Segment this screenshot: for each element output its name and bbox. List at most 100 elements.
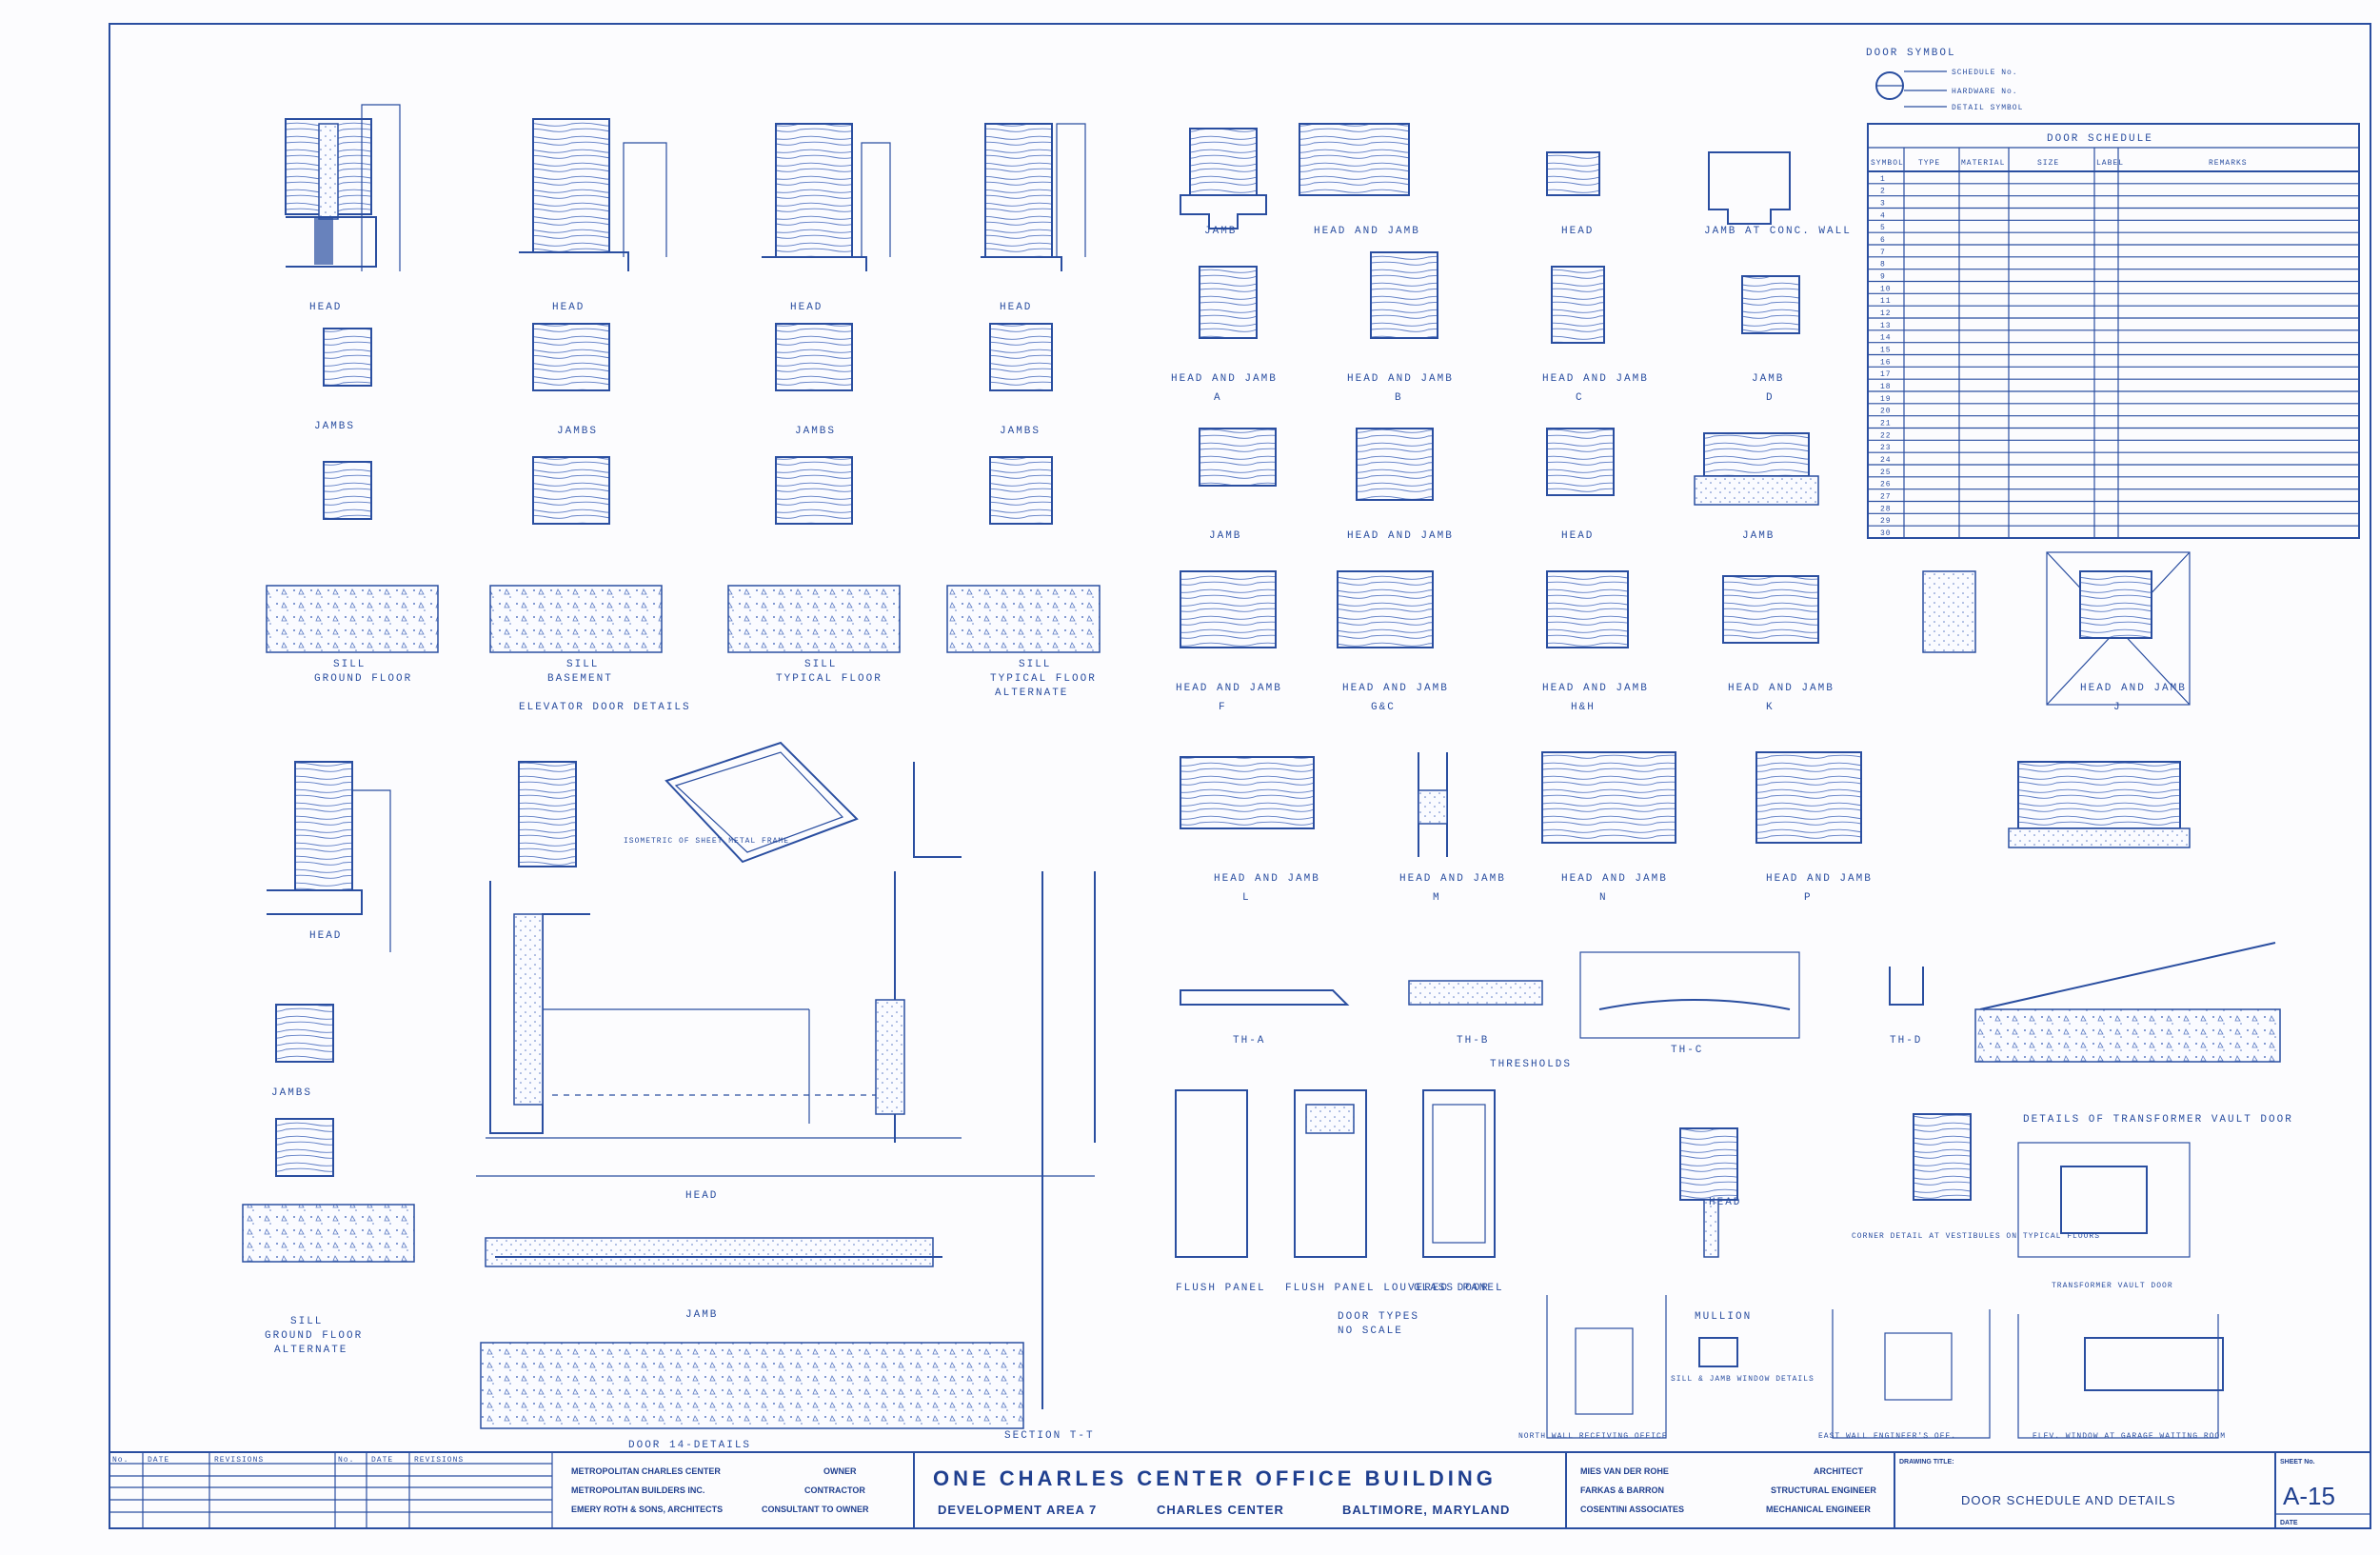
schedule-header-symbol: SYMBOL [1871, 159, 1904, 168]
drawing-title: DOOR SCHEDULE AND DETAILS [1961, 1493, 2176, 1507]
label-sill-3: SILL [804, 659, 837, 670]
consultant-1-name: MIES VAN DER ROHE [1580, 1466, 1669, 1476]
schedule-row-symbol: 14 [1880, 334, 1892, 343]
label-sill-2: SILL [566, 659, 599, 670]
elevator-detail-col-1: HEAD JAMBS SILL GROUND FLOOR [266, 104, 439, 685]
schedule-header-type: TYPE [1918, 159, 1940, 168]
project-title: ONE CHARLES CENTER OFFICE BUILDING [933, 1466, 1497, 1490]
label-isometric: ISOMETRIC OF SHEET METAL FRAME [624, 837, 789, 846]
door-type-louvered [1294, 1089, 1367, 1258]
consultant-3-name: COSENTINI ASSOCIATES [1580, 1505, 1684, 1514]
schedule-row-symbol: 12 [1880, 309, 1892, 318]
label-head-1: HEAD [309, 302, 342, 313]
schedule-row-symbol: 20 [1880, 408, 1892, 416]
schedule-header-material: MATERIAL [1961, 159, 2005, 168]
schedule-row-symbol: 24 [1880, 456, 1892, 465]
label-sill-window: SILL & JAMB WINDOW DETAILS [1671, 1375, 1815, 1384]
label-jambs-ll: JAMBS [271, 1087, 312, 1099]
label-head-jamb-f: HEAD AND JAMB [1176, 683, 1282, 694]
consultant-2-role: STRUCTURAL ENGINEER [1771, 1485, 1876, 1495]
label-head-jamb-g: HEAD AND JAMB [1342, 683, 1449, 694]
label-head-2: HEAD [552, 302, 585, 313]
label-head-d14: HEAD [685, 1190, 718, 1202]
schedule-header-remarks: REMARKS [2209, 159, 2248, 168]
label-north-wall: NORTH WALL RECEIVING OFFICE [1518, 1432, 1668, 1441]
rev-header-revisions: REVISIONS [214, 1456, 264, 1465]
label-letter-j: J [2113, 702, 2122, 713]
rev-header-no: No. [112, 1456, 129, 1465]
door-schedule-table: DOOR SCHEDULE SYMBOL TYPE MATERIAL SIZE … [1867, 123, 2360, 539]
sheet-no-label: SHEET No. [2280, 1459, 2315, 1465]
label-letter-gc: G&C [1371, 702, 1396, 713]
schedule-row-symbol: 27 [1880, 493, 1892, 502]
label-typical-floor-1: TYPICAL FLOOR [776, 673, 883, 685]
door-type-flush-panel [1175, 1089, 1248, 1258]
party-3-role: CONSULTANT TO OWNER [762, 1505, 869, 1514]
no-scale-label: NO SCALE [1338, 1326, 1403, 1337]
schedule-row-symbol: 16 [1880, 358, 1892, 367]
label-letter-l: L [1242, 892, 1251, 904]
elevator-door-details-title: ELEVATOR DOOR DETAILS [519, 702, 691, 713]
elevator-door-details: HEAD JAMBS SILL GROUND FLOOR HEAD JAMBS … [266, 104, 1101, 713]
label-head-jamb-h: HEAD AND JAMB [1542, 683, 1649, 694]
location: BALTIMORE, MARYLAND [1342, 1503, 1510, 1517]
schedule-row-symbol: 13 [1880, 322, 1892, 330]
transformer-details-title: DETAILS OF TRANSFORMER VAULT DOOR [2023, 1114, 2293, 1126]
schedule-row-symbol: 17 [1880, 370, 1892, 379]
elevator-detail-col-2: HEAD JAMBS SILL BASEMENT [489, 118, 667, 685]
label-jamb-r1-1: JAMB [1204, 226, 1237, 237]
door-symbol-line-2: HARDWARE No. [1952, 88, 2018, 96]
schedule-row-symbol: 19 [1880, 395, 1892, 404]
label-head-jamb-n: HEAD AND JAMB [1561, 873, 1668, 885]
charles-center: CHARLES CENTER [1157, 1503, 1284, 1517]
party-1-name: METROPOLITAN CHARLES CENTER [571, 1466, 721, 1476]
label-jamb-r3-4: JAMB [1742, 530, 1775, 542]
label-head-r3: HEAD [1561, 530, 1594, 542]
label-jamb-r3-1: JAMB [1209, 530, 1241, 542]
label-letter-b: B [1395, 392, 1403, 404]
schedule-row-symbol: 6 [1880, 236, 1886, 245]
rev-header-revisions-r: REVISIONS [414, 1456, 464, 1465]
label-head-jamb-a: HEAD AND JAMB [1171, 373, 1278, 385]
label-jambs-1: JAMBS [314, 421, 355, 432]
lower-left-details: HEAD JAMBS SILL GROUND FLOOR ALTERNATE I… [242, 741, 1096, 1451]
label-letter-d: D [1766, 392, 1775, 404]
label-jamb-d14: JAMB [685, 1309, 718, 1321]
label-th-b: TH-B [1457, 1035, 1489, 1047]
label-ground-floor-1: GROUND FLOOR [314, 673, 412, 685]
window-details: HEAD MULLION SILL & JAMB WINDOW DETAILS … [1518, 1113, 2225, 1441]
schedule-row-symbol: 29 [1880, 517, 1892, 526]
rev-header-no-r: No. [338, 1456, 354, 1465]
label-th-a: TH-A [1233, 1035, 1265, 1047]
schedule-row-symbol: 9 [1880, 273, 1886, 282]
party-2-role: CONTRACTOR [804, 1485, 865, 1495]
party-3-name: EMERY ROTH & SONS, ARCHITECTS [571, 1505, 723, 1514]
label-letter-p: P [1804, 892, 1813, 904]
label-head-jamb-l: HEAD AND JAMB [1214, 873, 1320, 885]
consultant-1-role: ARCHITECT [1814, 1466, 1863, 1476]
label-letter-c: C [1576, 392, 1584, 404]
label-head-jamb-m: HEAD AND JAMB [1399, 873, 1506, 885]
label-ground-floor-ll: GROUND FLOOR [265, 1330, 363, 1342]
consultant-3-role: MECHANICAL ENGINEER [1766, 1505, 1871, 1514]
label-door-14-details: DOOR 14-DETAILS [628, 1440, 751, 1451]
label-head-jamb-k: HEAD AND JAMB [1728, 683, 1835, 694]
rev-header-date: DATE [148, 1456, 169, 1465]
schedule-row-symbol: 22 [1880, 431, 1892, 440]
label-jambs-2: JAMBS [557, 426, 598, 437]
label-jamb-conc-wall: JAMB AT CONC. WALL [1704, 226, 1852, 237]
door-symbol-title: DOOR SYMBOL [1866, 48, 1956, 59]
schedule-row-symbol: 4 [1880, 211, 1886, 220]
schedule-row-symbol: 8 [1880, 261, 1886, 269]
schedule-row-symbol: 18 [1880, 383, 1892, 391]
label-letter-hh: H&H [1571, 702, 1596, 713]
label-sill-1: SILL [333, 659, 366, 670]
schedule-row-symbol: 21 [1880, 420, 1892, 429]
label-head-jamb-p: HEAD AND JAMB [1766, 873, 1873, 885]
door-symbol-line-3: DETAIL SYMBOL [1952, 104, 2023, 112]
schedule-row-symbol: 25 [1880, 468, 1892, 477]
schedule-header-label: LABEL [2096, 159, 2124, 168]
label-head-jamb-j: HEAD AND JAMB [2080, 683, 2187, 694]
thresholds: TH-A TH-B TH-C TH-D THRESHOLDS DETAILS O… [1180, 942, 2293, 1126]
